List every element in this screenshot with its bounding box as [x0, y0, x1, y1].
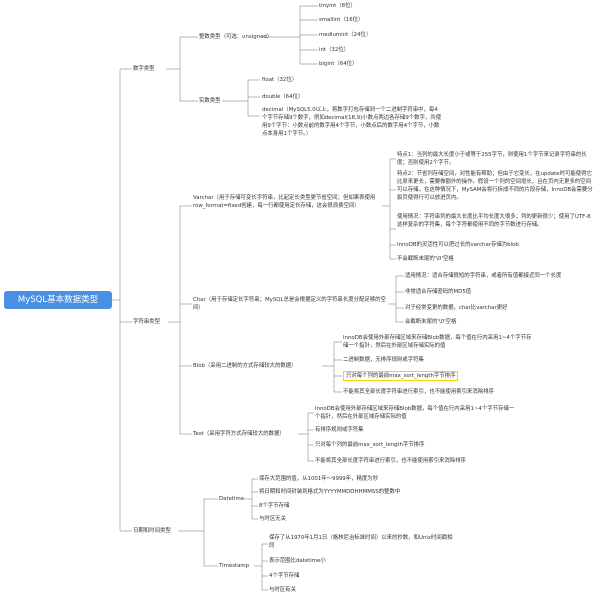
node-timestamp-timezone[interactable]: 与时区有关 [269, 587, 296, 593]
node-numeric-types[interactable]: 数字类型 [133, 66, 155, 72]
node-int[interactable]: int（32位） [319, 47, 350, 53]
node-datetime-format[interactable]: 将日期和时间封装到格式为YYYYMMDDHHMMSS的整数中 [259, 489, 401, 495]
root-node[interactable]: MySQL基本数据类型 [4, 291, 112, 309]
node-text[interactable]: Text（采用字符方式存储较大的数据） [193, 431, 285, 437]
node-datetime[interactable]: Datetime [219, 496, 245, 502]
node-varchar-feature-2[interactable]: 特点2：节省列存储空间，对性能有帮助；但由于它变长，在update时可能使得它比… [397, 171, 593, 201]
node-blob-sort-length[interactable]: 只对每个列的最前max_sort_length字节排序 [343, 371, 459, 381]
node-datetime-bytes[interactable]: 8个字节存储 [259, 503, 290, 509]
node-float[interactable]: float（32位） [262, 77, 298, 83]
node-blob[interactable]: Blob（采用二进制的方式存储较大的数据） [193, 363, 297, 369]
node-decimal[interactable]: decimal（MySQL5.0以上，将数字打包存储到一个二进制字符串中，每4个… [262, 107, 442, 137]
node-blob-no-index[interactable]: 不能将其全部长度字符串进行索引，也不能使用索引来消除排序 [343, 389, 494, 395]
node-char-md5[interactable]: 非常适合存储密码的MD5值 [405, 289, 472, 295]
node-real-types[interactable]: 实数类型 [199, 98, 221, 104]
node-timestamp-range[interactable]: 表示范围比datetime小 [269, 558, 326, 564]
node-integer-types[interactable]: 整数类型（可选：unsigned） [199, 34, 273, 40]
node-char[interactable]: Char（用于存储定长字符串；MySQL总是会根据定义的字符串长度分配足够的空间… [193, 297, 386, 311]
node-text-collation[interactable]: 有排序规则或字符集 [315, 427, 364, 433]
node-smallint[interactable]: smallint（16位） [319, 17, 364, 23]
node-text-sort-length[interactable]: 只对每个列的最前max_sort_length字节排序 [315, 442, 425, 448]
node-text-innodb[interactable]: InnoDB会使用外部存储区域来存储Blob数据，每个值在行内采用1~4个字节存… [315, 406, 515, 420]
node-varchar-no-truncate[interactable]: 不会截断末尾的'\0'空格 [397, 256, 454, 262]
node-varchar-feature-1[interactable]: 特点1：当列的最大长度小于或等于255字节，则使用1个字节来记录字符串的长度；否… [397, 152, 587, 166]
node-varchar-innodb[interactable]: InnoDB的灵活性可以把过长的varchar存储为blob [397, 242, 519, 248]
node-blob-binary[interactable]: 二进制数据，无排序规则或字符集 [343, 357, 424, 363]
node-mediumint[interactable]: mediumint（24位） [319, 32, 372, 38]
node-datetime-types[interactable]: 日期和时间类型 [133, 528, 171, 534]
node-varchar-usage[interactable]: 使用情况：字符串列的最大长度比平均长度大很多；列的更新很少；使用了UTF-8这样… [397, 214, 591, 228]
node-timestamp-seconds[interactable]: 保存了从1970年1月1日（格林尼治标准时间）以来的秒数，和Unix时间戳相同 [269, 535, 453, 549]
node-bigint[interactable]: bigint（64位） [319, 61, 358, 67]
node-char-usage[interactable]: 适用情况：适合存储很短的字符串，或者所有值都接近同一个长度 [405, 273, 562, 279]
node-double[interactable]: double（64位） [262, 94, 304, 100]
node-char-truncate[interactable]: 会截断末尾的'\0'空格 [405, 319, 457, 325]
node-datetime-timezone[interactable]: 与时区无关 [259, 516, 286, 522]
node-varchar[interactable]: Varchar（用于存储可变长字符串，比起定长类型更节省空间；但如果表使用row… [193, 195, 376, 209]
node-text-no-index[interactable]: 不能将其全部长度字符串进行索引，也不能使用索引来消除排序 [315, 458, 466, 464]
node-tinyint[interactable]: tinyint（8位） [319, 3, 356, 9]
node-string-types[interactable]: 字符串类型 [133, 319, 160, 325]
node-timestamp[interactable]: Timestamp [219, 563, 250, 569]
node-blob-innodb[interactable]: InnoDB会使用外部存储区域来存储Blob数据，每个值在行内采用1~4个字节存… [343, 335, 532, 349]
node-timestamp-bytes[interactable]: 4个字节存储 [269, 573, 300, 579]
node-datetime-range[interactable]: 保存大范围的值，从1001年～9999年，精度为秒 [259, 476, 379, 482]
node-char-frequent-change[interactable]: 对于经常变更的数据，char比varchar更好 [405, 305, 508, 311]
